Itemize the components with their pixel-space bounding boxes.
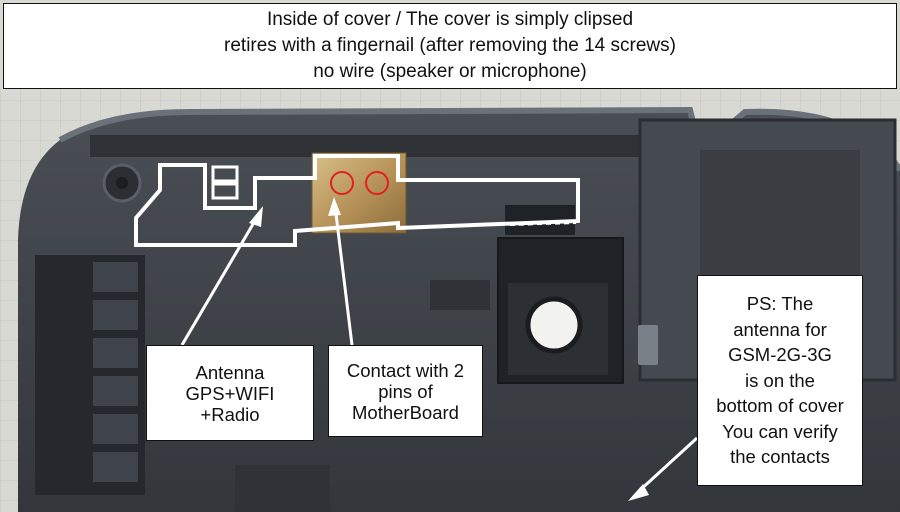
callout-ps: PS: The antenna for GSM-2G-3G is on the … — [697, 275, 863, 486]
screw-hole-center — [116, 177, 128, 189]
header-line-2: retires with a fingernail (after removin… — [224, 35, 676, 56]
callout-ps-line-1: PS: The — [746, 293, 814, 315]
callout-contact-line-1: Contact with 2 — [346, 359, 465, 381]
antenna-inner-square-2 — [211, 182, 239, 200]
slot-4 — [93, 376, 138, 406]
antenna-inner-square-1 — [211, 165, 239, 183]
arrow-antenna-line — [180, 218, 258, 346]
callout-contact: Contact with 2 pins of MotherBoard — [328, 345, 483, 437]
contact-pin-circle-right — [365, 171, 389, 195]
callout-antenna: Antenna GPS+WIFI +Radio — [146, 345, 314, 441]
gold-contact-plate — [311, 152, 407, 234]
callout-ps-line-2: antenna for — [733, 318, 827, 340]
slot-3 — [93, 338, 138, 368]
callout-contact-line-3: MotherBoard — [352, 401, 459, 423]
slot-2 — [93, 300, 138, 330]
inner-ledge — [90, 135, 690, 157]
callout-ps-line-5: bottom of cover — [716, 395, 844, 417]
arrow-antenna-head — [249, 206, 263, 227]
antenna-outline — [134, 154, 580, 247]
callout-antenna-line-2: GPS+WIFI — [185, 382, 275, 404]
callout-ps-line-3: GSM-2G-3G — [728, 344, 832, 366]
arrow-ps-head — [628, 484, 649, 501]
side-tab — [638, 325, 658, 365]
arrow-contact-head — [328, 197, 341, 216]
slot-1 — [93, 262, 138, 292]
antenna-dashed-segment — [509, 220, 577, 226]
middle-plate — [430, 280, 490, 310]
camera-lens-hole — [525, 296, 583, 354]
callout-antenna-line-1: Antenna — [195, 361, 265, 383]
header-caption: Inside of cover / The cover is simply cl… — [3, 3, 897, 89]
arrow-ps-line — [636, 436, 699, 494]
slot-5 — [93, 414, 138, 444]
callout-ps-line-7: the contacts — [730, 446, 830, 468]
callout-contact-line-2: pins of — [378, 380, 433, 402]
callout-ps-line-6: You can verify — [722, 420, 838, 442]
header-line-1: Inside of cover / The cover is simply cl… — [266, 9, 634, 30]
slot-6 — [93, 452, 138, 482]
contact-pin-circle-left — [330, 171, 354, 195]
bottom-pad — [235, 465, 330, 512]
callout-antenna-line-3: +Radio — [200, 403, 260, 425]
arrow-contact-line — [334, 213, 354, 346]
callout-ps-line-4: is on the — [745, 369, 815, 391]
header-line-3: no wire (speaker or microphone) — [313, 61, 587, 82]
